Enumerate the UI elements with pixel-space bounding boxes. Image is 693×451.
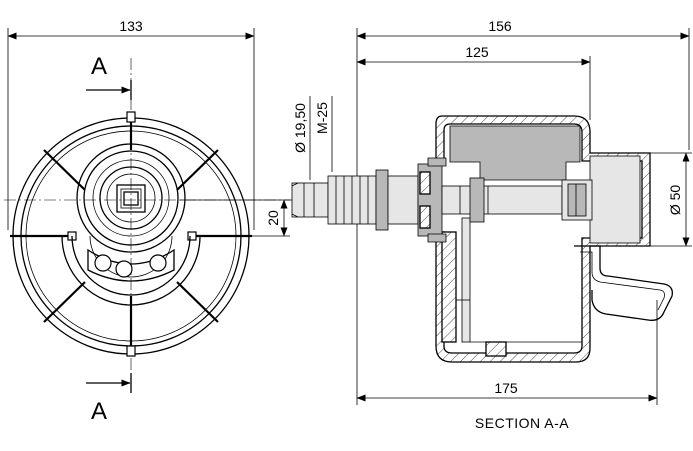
section-marker-top: A: [86, 53, 132, 100]
dimension-diameter-50: Ø 50: [640, 152, 692, 247]
svg-text:A: A: [91, 398, 107, 425]
port-hole-2: [115, 260, 133, 278]
section-view: 156 125 175 Ø 50 Ø 19,50 M-25: [180, 18, 692, 405]
svg-text:20: 20: [265, 210, 281, 226]
port-hole-1: [94, 254, 112, 272]
dimension-body-length: 125: [356, 44, 591, 120]
svg-text:A: A: [91, 53, 107, 80]
internal-shaft: [441, 185, 563, 215]
hose-nozzle: [291, 182, 329, 218]
central-boss: [76, 143, 186, 253]
svg-text:Ø 19,50: Ø 19,50: [292, 103, 308, 153]
svg-text:175: 175: [494, 380, 518, 396]
section-caption: SECTION A-A: [475, 415, 569, 431]
outlet-bracket: [574, 245, 673, 321]
port-hole-3: [149, 254, 167, 272]
dimension-front-width: 133: [7, 18, 255, 230]
dimension-total-length: 175: [356, 300, 658, 405]
svg-text:156: 156: [488, 18, 512, 34]
hex-nut: [116, 184, 146, 213]
dimension-height-20: 20: [180, 199, 290, 237]
dimension-diameter-19-50: Ø 19,50 M-25: [292, 96, 333, 180]
front-view: 133: [4, 18, 300, 425]
dim-front-width-label: 133: [119, 18, 143, 34]
svg-text:Ø 50: Ø 50: [667, 185, 683, 216]
svg-text:125: 125: [465, 44, 489, 60]
svg-text:M-25: M-25: [314, 102, 330, 134]
section-marker-bottom: A: [86, 373, 132, 425]
